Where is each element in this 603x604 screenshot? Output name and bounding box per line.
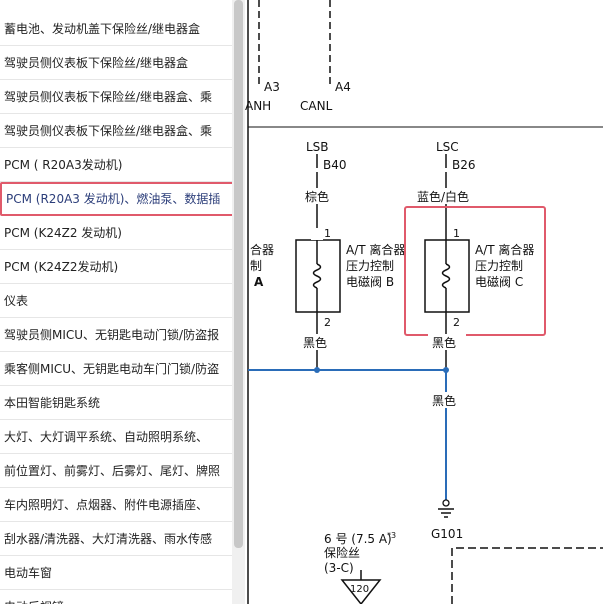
nav-item[interactable]: 乘客侧MICU、无钥匙电动车门门锁/防盗 [0, 352, 232, 386]
wiring-diagram: A3 A4 ANH CANL LSB LSC B40 B26 棕色 蓝色/白色 … [245, 0, 603, 604]
nav-item[interactable]: 驾驶员侧仪表板下保险丝/继电器盒、乘 [0, 114, 232, 148]
nav-item[interactable]: 蓄电池、发动机盖下保险丝/继电器盒 [0, 12, 232, 46]
solenoid-c-pin-2: 2 [453, 316, 460, 329]
nav-scrollbar-thumb[interactable] [234, 0, 243, 548]
nav-item[interactable]: PCM ( R20A3发动机) [0, 148, 232, 182]
signal-lsc: LSC [436, 140, 459, 154]
wire-color-black-b: 黑色 [303, 336, 327, 350]
nav-item[interactable]: 驾驶员侧仪表板下保险丝/继电器盒、乘 [0, 80, 232, 114]
nav-item[interactable]: 前位置灯、前雾灯、后雾灯、尾灯、牌照 [0, 454, 232, 488]
solenoid-c-label-3: 电磁阀 C [475, 274, 523, 289]
pin-a3: A3 [264, 80, 280, 94]
fuse-label-2: 保险丝 [324, 545, 360, 560]
svg-text:120: 120 [350, 584, 369, 595]
nav-item[interactable]: PCM (K24Z2发动机) [0, 250, 232, 284]
nav-item[interactable]: 车内照明灯、点烟器、附件电源插座、 [0, 488, 232, 522]
nav-item[interactable]: 电动车窗 [0, 556, 232, 590]
nav-item[interactable]: 仪表 [0, 284, 232, 318]
nav-item[interactable]: PCM (R20A3 发动机)、燃油泵、数据插 [0, 182, 232, 216]
fuse-label-sup: *3 [387, 531, 396, 540]
solenoid-b-label-1: A/T 离合器 [346, 242, 405, 257]
fuse-label-3: (3-C) [324, 561, 354, 575]
wire-color-blue-white: 蓝色/白色 [417, 189, 469, 204]
pin-a4: A4 [335, 80, 351, 94]
signal-canh: ANH [245, 99, 271, 113]
nav-item[interactable]: PCM (K24Z2 发动机) [0, 216, 232, 250]
solenoid-c-label-1: A/T 离合器 [475, 242, 534, 257]
nav-item[interactable]: 驾驶员侧MICU、无钥匙电动门锁/防盗报 [0, 318, 232, 352]
solenoid-b-pin-1: 1 [324, 227, 331, 240]
solenoid-c-pin-1: 1 [453, 227, 460, 240]
solenoid-c-label-2: 压力控制 [475, 259, 523, 273]
solenoid-a-label-2: 制 [250, 259, 262, 273]
fuse-ref-marker: 120 [340, 579, 382, 604]
solenoid-b: 1 2 [295, 227, 341, 329]
solenoid-b-pin-2: 2 [324, 316, 331, 329]
pin-b40: B40 [323, 158, 347, 172]
dashed-block-outline [451, 547, 603, 604]
solenoid-a-label-3: A [254, 275, 264, 289]
wire-color-black-main: 黑色 [432, 394, 456, 408]
signal-lsb: LSB [306, 140, 329, 154]
solenoid-b-label-2: 压力控制 [346, 259, 394, 273]
fuse-label-1: 6 号 (7.5 A) [324, 532, 392, 546]
pin-b26: B26 [452, 158, 476, 172]
ground-symbol [438, 499, 454, 518]
nav-list: 蓄电池、发动机盖下保险丝/继电器盒驾驶员侧仪表板下保险丝/继电器盒驾驶员侧仪表板… [0, 0, 232, 604]
solenoid-c: 1 2 [424, 227, 470, 329]
nav-item[interactable]: 本田智能钥匙系统 [0, 386, 232, 420]
wire-color-black-c: 黑色 [432, 336, 456, 350]
nav-item[interactable]: 电动后视镜 [0, 590, 232, 604]
solenoid-b-label-3: 电磁阀 B [346, 274, 394, 289]
wire-color-brown: 棕色 [305, 189, 329, 204]
nav-item[interactable]: 大灯、大灯调平系统、自动照明系统、 [0, 420, 232, 454]
ground-label: G101 [431, 527, 463, 541]
solenoid-a-label-1: 合器 [250, 242, 274, 257]
nav-item[interactable]: 刮水器/清洗器、大灯清洗器、雨水传感 [0, 522, 232, 556]
nav-item[interactable]: 驾驶员侧仪表板下保险丝/继电器盒 [0, 46, 232, 80]
signal-canl: CANL [300, 99, 333, 113]
solenoid-c-highlight [404, 206, 546, 336]
